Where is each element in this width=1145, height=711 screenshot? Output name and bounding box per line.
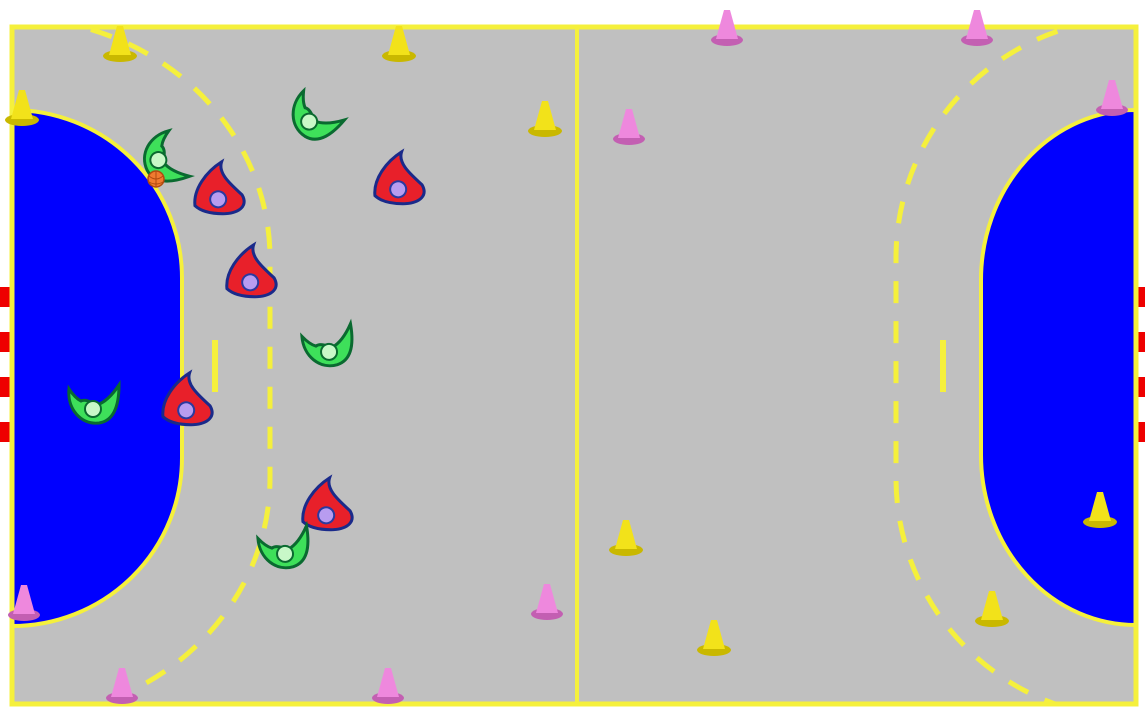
- left-7m-mark: [212, 340, 218, 392]
- right-7m-mark: [940, 340, 946, 392]
- ball: [148, 171, 164, 187]
- right-goal: [1138, 287, 1145, 442]
- right-goal-area: [981, 110, 1145, 625]
